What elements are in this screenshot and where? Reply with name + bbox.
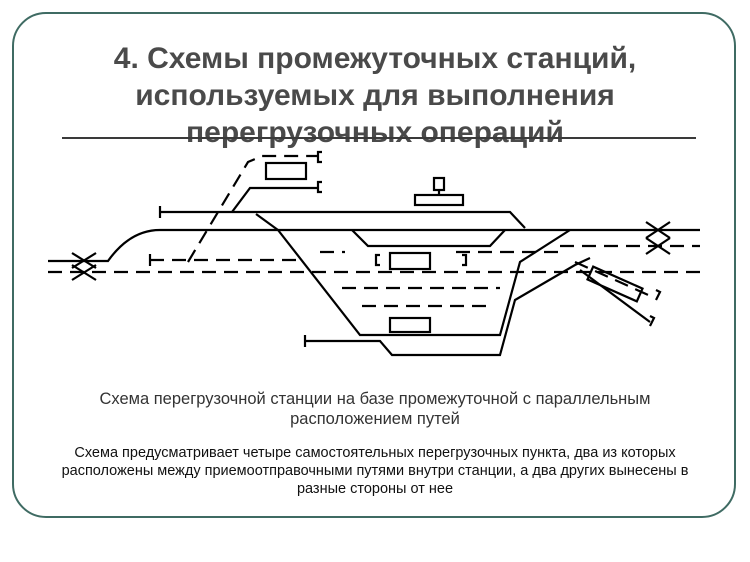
platform-tower	[432, 176, 446, 192]
spur-upper-left	[187, 154, 318, 263]
loading-point-right	[586, 265, 644, 303]
platform-building	[413, 193, 465, 207]
title-line-1: 4. Схемы промежуточных станций,	[113, 42, 637, 75]
slide-frame	[12, 12, 736, 518]
spur-right	[579, 269, 651, 323]
stop-bracket	[655, 289, 662, 301]
upper-siding-track	[160, 210, 526, 229]
crossing-right-2	[645, 237, 671, 255]
loading-point-middle	[388, 251, 432, 271]
title-underline	[62, 137, 696, 139]
crossing-left-2	[71, 264, 97, 281]
title-line-2: используемых для выполнения	[135, 79, 615, 112]
stop-bracket	[316, 150, 322, 164]
title-line-3: перегрузочных операций	[186, 116, 564, 149]
diagram-caption: Схема перегрузочной станции на базе пром…	[99, 390, 651, 428]
inner-upper-track	[351, 229, 506, 248]
station-bottom-track	[305, 257, 591, 357]
main-track	[48, 228, 700, 263]
stop-bracket	[649, 315, 656, 327]
diagram-description: Схема предусматривает четыре самостоятел…	[61, 445, 689, 497]
loading-point-lower	[388, 316, 432, 334]
slide-title: 4. Схемы промежуточных станций, использу…	[40, 40, 710, 151]
station-outer-track	[255, 213, 571, 337]
loading-point-upper	[264, 161, 308, 181]
stop-bracket	[316, 180, 322, 194]
crossing-right	[645, 221, 671, 239]
stop-bracket	[374, 253, 380, 267]
stop-bracket	[462, 253, 468, 267]
spur-upper-left-2	[231, 186, 318, 213]
crossing-left	[71, 252, 97, 269]
